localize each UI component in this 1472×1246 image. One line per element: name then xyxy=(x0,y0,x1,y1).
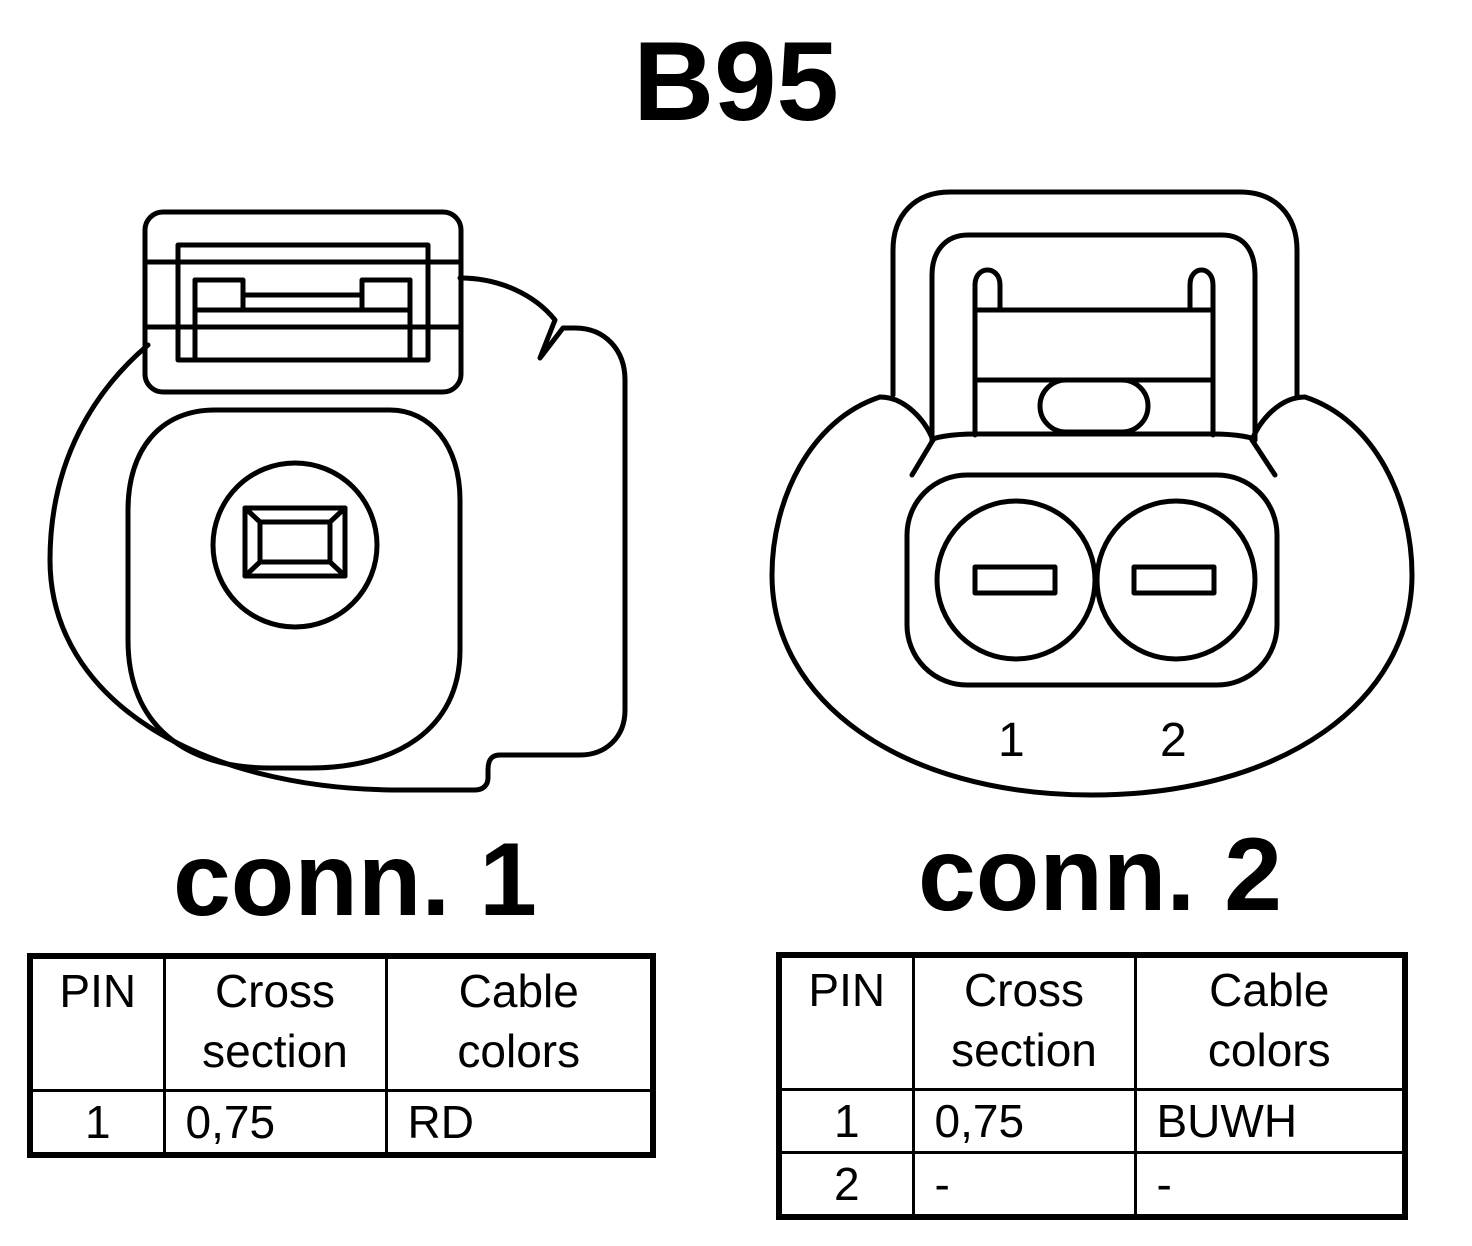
connector-2-face xyxy=(904,472,1280,688)
connector-2-label: conn. 2 xyxy=(917,817,1283,933)
connector-2-latch-oval xyxy=(1037,377,1151,435)
cell-cable-color: RD xyxy=(384,1089,655,1157)
connector-2-pin-table: PIN Cross section Cable colors 1 0,75 BU… xyxy=(776,952,1408,1220)
connector-1-drawing xyxy=(47,209,628,793)
header-cable-colors: Cable colors xyxy=(384,954,655,1092)
connector-2-pin-1-ring xyxy=(934,498,1098,662)
connector-1-latch-outer xyxy=(142,209,464,395)
cell-pin: 2 xyxy=(777,1151,915,1219)
header-cable-colors: Cable colors xyxy=(1133,953,1407,1091)
connector-2-pin-1-terminal xyxy=(972,564,1058,596)
cell-cross-section: 0,75 xyxy=(911,1088,1137,1154)
table-row: 1 0,75 BUWH xyxy=(777,1088,1407,1154)
cell-cross-section: 0,75 xyxy=(162,1089,388,1157)
connector-2-pin-2-terminal xyxy=(1131,564,1217,596)
connector-1-latch-inner xyxy=(175,242,431,363)
connector-2-drawing xyxy=(769,189,1415,798)
diagram-title: B95 xyxy=(633,19,839,144)
cell-cable-color: - xyxy=(1133,1151,1407,1219)
connector-1-terminal xyxy=(242,505,348,579)
connector-1-housing xyxy=(47,275,628,793)
table-header-row: PIN Cross section Cable colors xyxy=(28,954,655,1092)
table-row: 1 0,75 RD xyxy=(28,1089,655,1157)
header-cross-section: Cross section xyxy=(162,954,388,1092)
table-row: 2 - - xyxy=(777,1151,1407,1219)
connector-1-label: conn. 1 xyxy=(172,822,538,938)
connector-2-pin-1-label: 1 xyxy=(998,714,1025,767)
cell-cross-section: - xyxy=(911,1151,1137,1219)
connector-2-pin-2-ring xyxy=(1094,498,1258,662)
cell-cable-color: BUWH xyxy=(1133,1088,1407,1154)
cell-pin: 1 xyxy=(777,1088,915,1154)
connector-1-pin-table: PIN Cross section Cable colors 1 0,75 RD xyxy=(27,953,656,1158)
header-pin: PIN xyxy=(28,954,166,1092)
connector-1-terminal-ring xyxy=(210,460,380,630)
cell-pin: 1 xyxy=(28,1089,166,1157)
header-pin: PIN xyxy=(777,953,915,1091)
connector-2-latch-inner xyxy=(929,232,1258,443)
header-cross-section: Cross section xyxy=(911,953,1137,1091)
connector-2-pin-2-label: 2 xyxy=(1160,714,1187,767)
connector-1-face xyxy=(125,407,463,771)
connector-2-latch-outer xyxy=(890,189,1300,400)
table-header-row: PIN Cross section Cable colors xyxy=(777,953,1407,1091)
connector-2-housing xyxy=(769,394,1415,798)
